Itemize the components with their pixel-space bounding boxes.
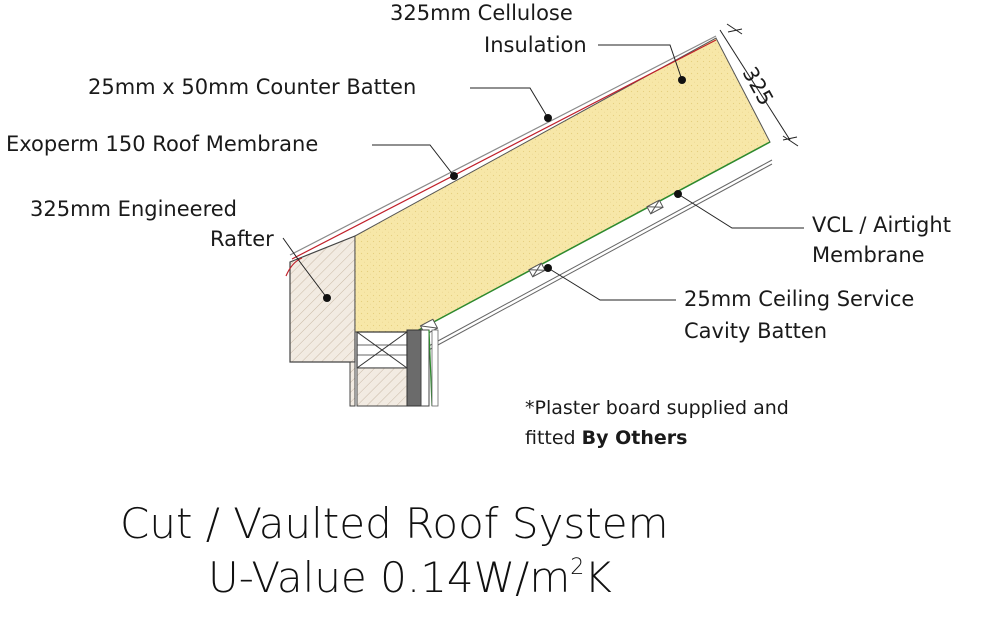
engineered-rafter-block [289,235,356,407]
plasterboard-note-line2: fitted By Others [525,427,687,449]
service-batten-label-line1: 25mm Ceiling Service [684,287,914,311]
cellulose-label-line2: Insulation [484,33,587,57]
cellulose-label-line1: 325mm Cellulose [390,1,573,25]
plasterboard-note-line1: *Plaster board supplied and [525,397,789,419]
roof-membrane-lines [285,35,717,277]
rafter-label-line2: Rafter [210,227,274,251]
membrane-label: Exoperm 150 Roof Membrane [6,132,318,156]
title-line2: U-Value 0.14W/m2K [208,553,612,602]
vcl-label-line1: VCL / Airtight [812,213,951,237]
vcl-label-line2: Membrane [812,243,925,267]
by-others-emphasis: By Others [582,427,688,449]
title-line1: Cut / Vaulted Roof System [120,499,669,548]
leader-lines [282,44,804,302]
rafter-label-line1: 325mm Engineered [30,197,237,221]
wall-plate [356,329,439,407]
vcl-membrane-lines [414,141,773,353]
counter-batten-label: 25mm x 50mm Counter Batten [88,75,416,99]
service-batten-label-line2: Cavity Batten [684,319,827,343]
